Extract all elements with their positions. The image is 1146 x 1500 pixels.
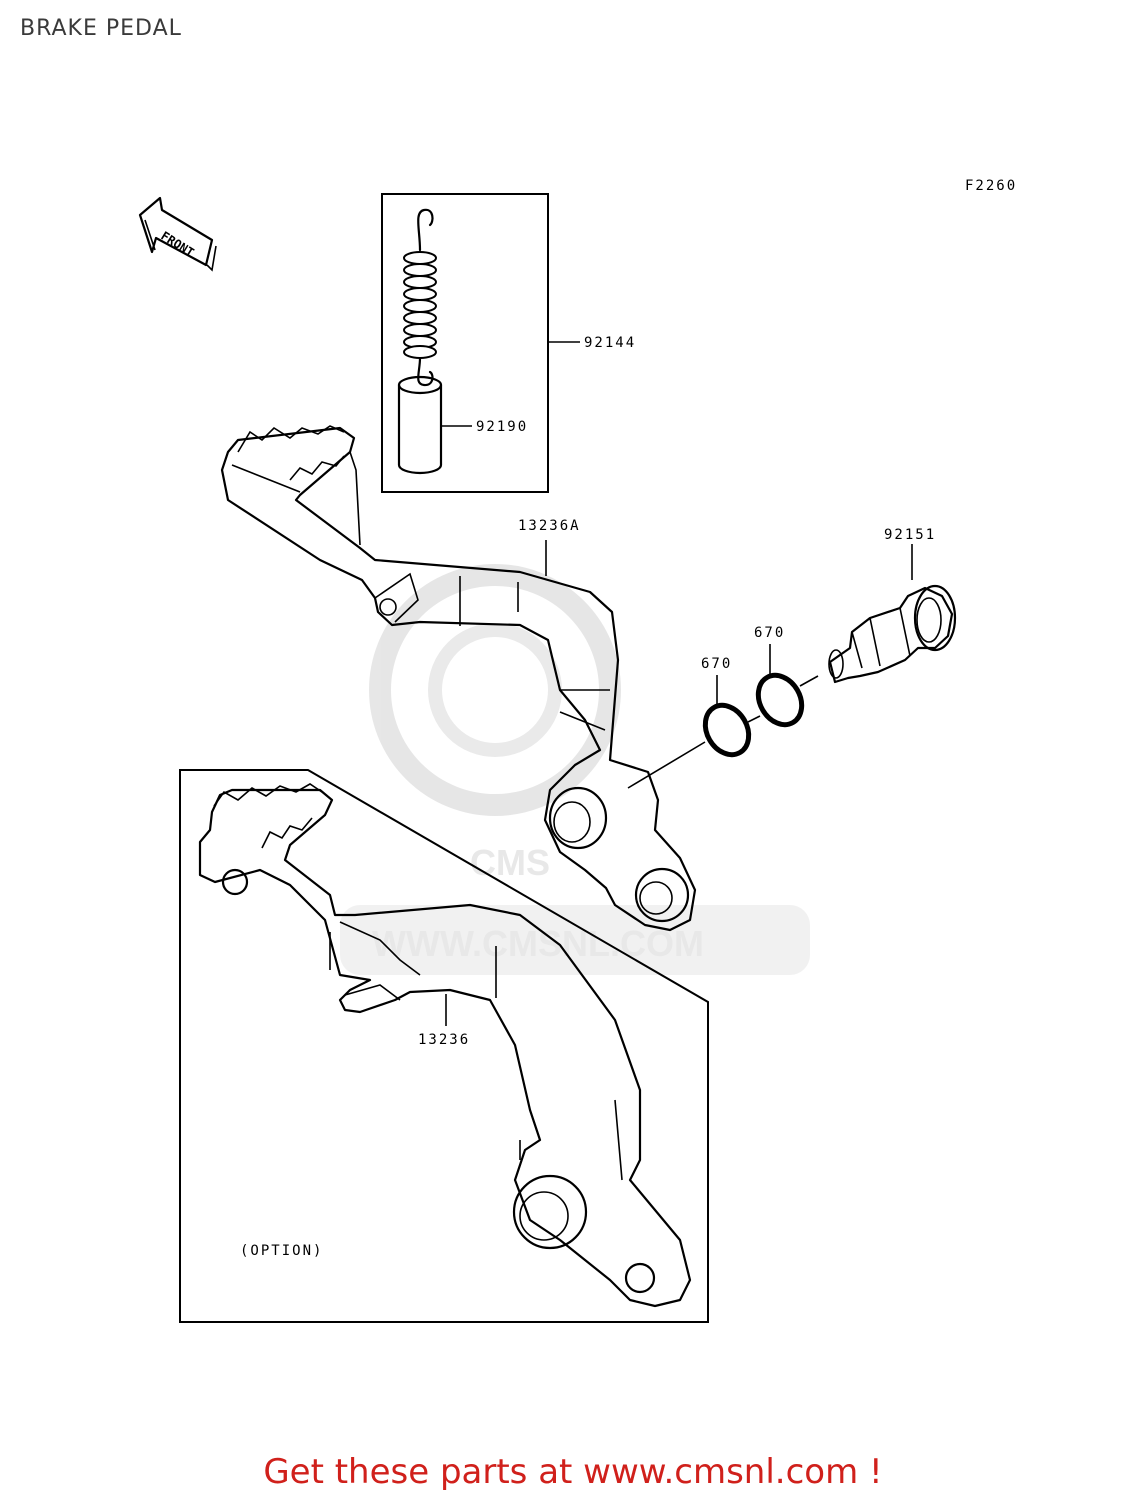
callout-13236: 13236 <box>418 1032 470 1048</box>
option-box <box>179 769 709 1323</box>
brake-pedal-13236 <box>198 783 692 1308</box>
get-parts-link[interactable]: Get these parts at www.cmsnl.com ! <box>0 1452 1146 1492</box>
callout-92151: 92151 <box>884 527 936 543</box>
callout-670-inner: 670 <box>701 656 732 672</box>
option-label: (OPTION) <box>240 1243 323 1259</box>
callout-92190: 92190 <box>476 419 528 435</box>
pivot-bolt-icon <box>828 584 957 684</box>
figure-code: F2260 <box>965 178 1017 194</box>
callout-13236a: 13236A <box>518 518 581 534</box>
front-arrow-icon: FRONT <box>138 196 217 272</box>
get-parts-link-text[interactable]: Get these parts at www.cmsnl.com ! <box>263 1452 883 1492</box>
callout-670-outer: 670 <box>754 625 785 641</box>
page-title: BRAKE PEDAL <box>20 16 182 41</box>
o-ring-icon <box>755 672 805 728</box>
spring-icon <box>403 208 437 387</box>
callout-92144: 92144 <box>584 335 636 351</box>
brake-pedal-13236a <box>220 425 697 932</box>
sleeve-icon <box>397 375 443 475</box>
watermark: CMS WWW.CMSNL.COM <box>340 564 810 975</box>
brake-pedal-diagram: CMS WWW.CMSNL.COM F2260 FRONT <box>138 178 1017 1323</box>
o-ring-icon <box>702 702 752 758</box>
watermark-logo-text: CMS <box>470 842 550 883</box>
front-label: FRONT <box>158 229 196 260</box>
spring-kit-box <box>381 193 549 493</box>
